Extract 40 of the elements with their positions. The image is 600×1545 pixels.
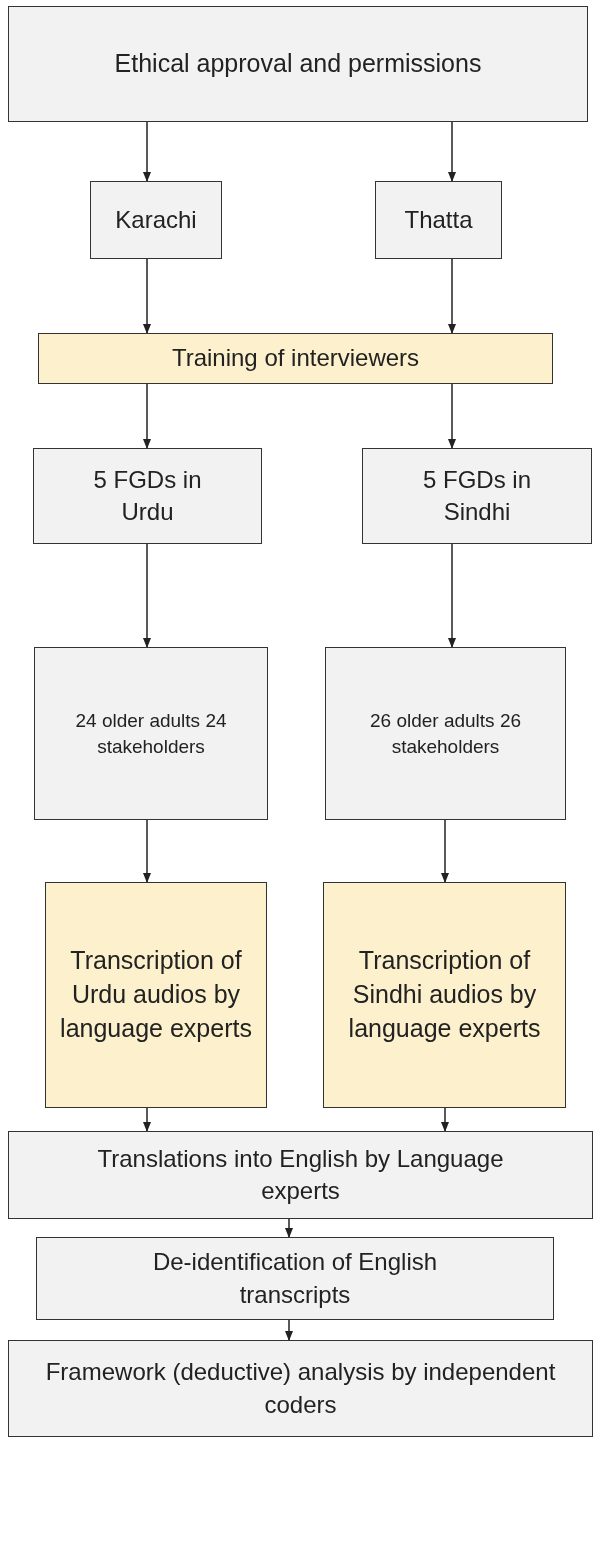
box-text: Training of interviewers — [170, 343, 421, 374]
arrow — [285, 1218, 293, 1238]
box-text: Karachi — [114, 204, 198, 235]
box-text: Transcription of Sindhi audios by language experts — [347, 945, 542, 1044]
process-box — [323, 882, 566, 1108]
arrow — [143, 543, 151, 648]
arrow — [448, 121, 456, 182]
arrow — [285, 1319, 293, 1341]
arrow — [448, 258, 456, 334]
arrow — [441, 1107, 449, 1132]
process-box — [38, 333, 553, 384]
arrow — [143, 383, 151, 449]
box-text: 24 older adults 24 stakeholders — [74, 708, 228, 759]
process-box — [362, 448, 592, 544]
arrow — [143, 819, 151, 883]
process-box — [33, 448, 262, 544]
process-box — [36, 1237, 554, 1320]
box-text: De-identification of English transcripts — [151, 1247, 439, 1310]
process-box — [8, 1131, 593, 1219]
box-text: 5 FGDs in Urdu — [92, 464, 203, 527]
box-text: Transcription of Urdu audios by language experts — [59, 945, 253, 1044]
arrow — [441, 819, 449, 883]
arrow — [448, 543, 456, 648]
process-box — [325, 647, 566, 820]
arrow — [143, 121, 151, 182]
arrow — [143, 1107, 151, 1132]
arrow — [143, 258, 151, 334]
box-text: 26 older adults 26 stakeholders — [368, 708, 523, 759]
box-text: Translations into English by Language experts — [96, 1143, 505, 1206]
arrow — [448, 383, 456, 449]
box-text: Ethical approval and permissions — [113, 48, 483, 80]
box-text: 5 FGDs in Sindhi — [422, 464, 532, 527]
process-box — [45, 882, 267, 1108]
box-text: Framework (deductive) analysis by independent coders — [44, 1357, 557, 1420]
process-box — [8, 1340, 593, 1437]
process-box — [90, 181, 222, 259]
process-box — [34, 647, 268, 820]
process-box — [375, 181, 502, 259]
box-text: Thatta — [403, 204, 474, 235]
process-box — [8, 6, 588, 122]
